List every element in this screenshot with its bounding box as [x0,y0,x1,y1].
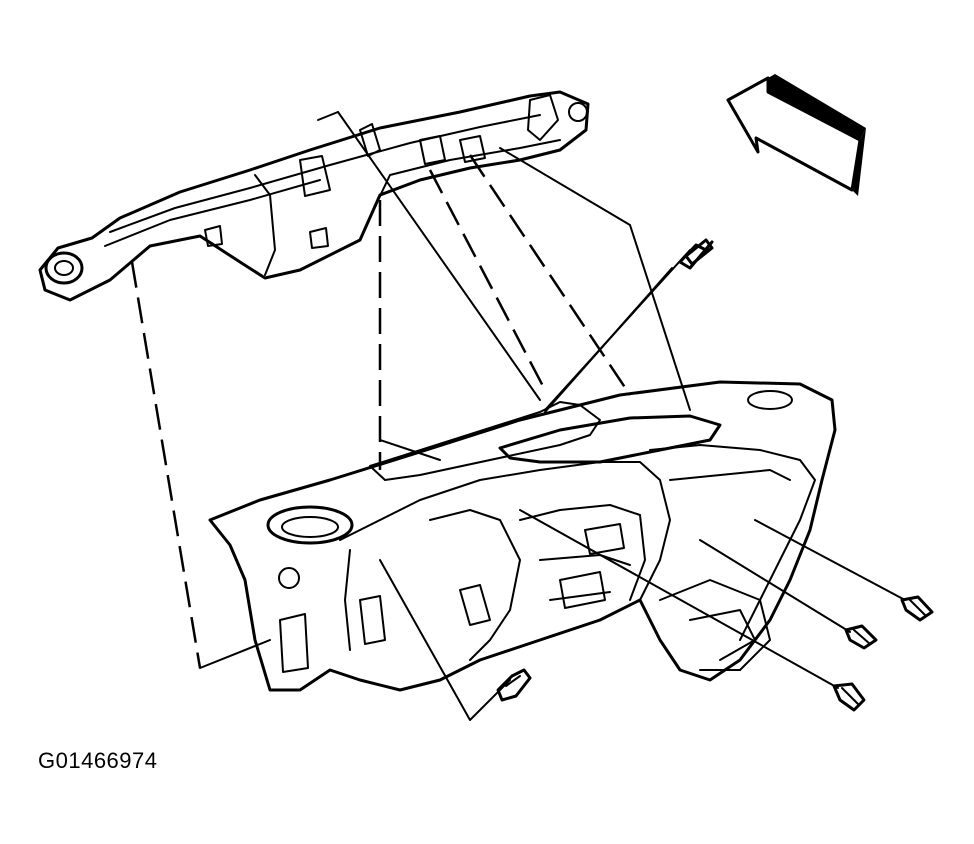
bolt [678,238,714,270]
instrument-panel-carrier [38,90,590,302]
bolt [844,624,878,650]
bolt [900,595,934,622]
bolt [832,682,866,712]
figure-id-label: G01466974 [38,748,158,773]
instrument-panel [208,380,837,692]
alignment-lines [130,111,691,669]
bolt [496,668,532,702]
fastener-leader-lines [379,267,906,721]
direction-arrow-icon [726,74,866,196]
